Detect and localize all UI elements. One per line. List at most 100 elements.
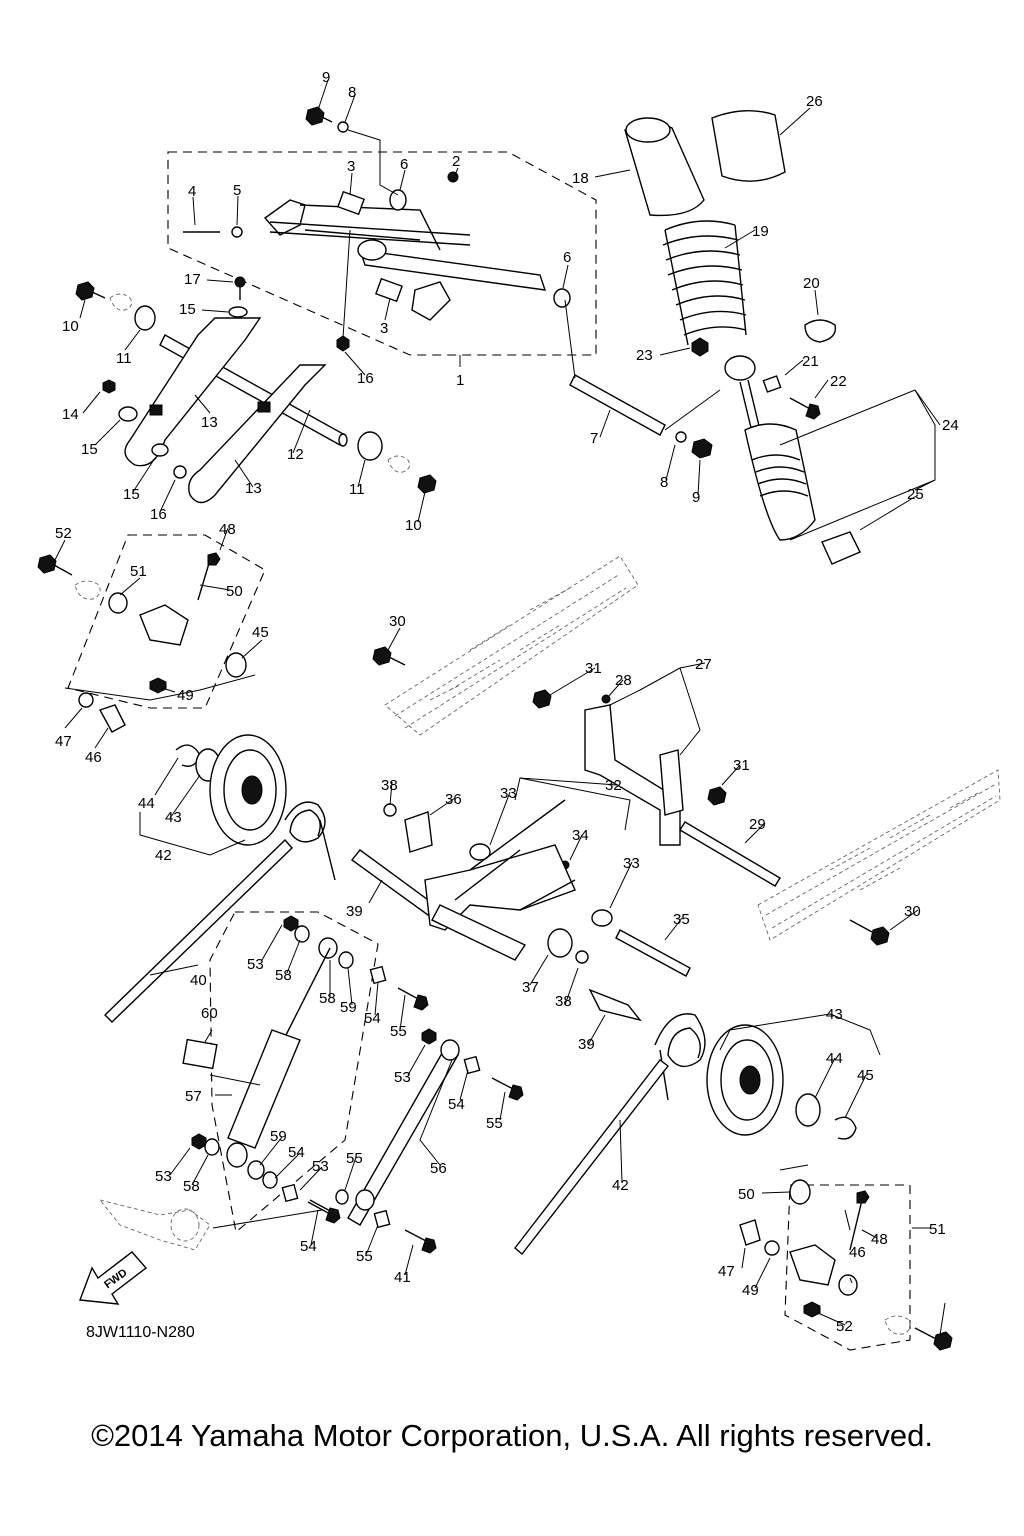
callout-number: 33: [623, 855, 640, 872]
callout-number: 39: [578, 1036, 595, 1053]
part-16-nut-low: [173, 465, 187, 479]
center-suspension: [104, 646, 890, 1023]
callout-number: 7: [590, 430, 598, 447]
part-22-bolt-head: [805, 403, 821, 420]
part-39-shaft-left: [350, 849, 436, 916]
callout-number: 50: [738, 1186, 755, 1203]
callout-number: 13: [201, 414, 218, 431]
part-32-tube: [431, 904, 527, 961]
callout-number: 11: [116, 350, 132, 367]
callout-number: 6: [400, 156, 408, 173]
part-50-bracket-left: [139, 604, 189, 646]
part-25-bushing: [821, 531, 861, 565]
callout-number: 59: [340, 999, 357, 1016]
part-57-shock-eye: [226, 1142, 248, 1168]
part-55-bolt-b: [309, 1199, 333, 1213]
frame-rails: [384, 555, 1001, 941]
callout-number: 28: [615, 672, 632, 689]
callout-number: 8: [348, 84, 356, 101]
part-33-bushing-upper: [469, 843, 491, 861]
callout-number: 9: [692, 489, 700, 506]
part-58-bushing-b: [318, 937, 338, 959]
callout-number: 58: [183, 1178, 200, 1195]
part-13-label-patch-right: [257, 401, 271, 413]
part-3-lower-block: [375, 277, 403, 303]
part-30-bolt-lower: [870, 926, 890, 946]
part-49-nut-right: [803, 1301, 821, 1318]
callout-number: 45: [857, 1067, 874, 1084]
part-11-bushing-left: [134, 305, 156, 331]
part-52-bolt-right: [933, 1331, 953, 1351]
part-3-upper-block: [337, 190, 365, 216]
part-30-bolt-upper: [372, 646, 392, 666]
callout-number: 55: [356, 1248, 373, 1265]
part-55-bolt-d: [404, 1229, 429, 1243]
callout-number: 24: [942, 417, 959, 434]
part-10-bolt-left: [75, 281, 95, 301]
callout-number: 35: [673, 911, 690, 928]
forward-direction-arrow: FWD: [79, 1251, 148, 1305]
part-6-bushing-right: [553, 288, 571, 308]
callout-number: 32: [605, 777, 622, 794]
upper-arm-bracket-left: [263, 199, 306, 236]
part-54-spacer-a: [369, 965, 387, 985]
part-40-arm: [104, 838, 293, 1023]
part-8-washer-mid: [675, 431, 687, 443]
callout-number: 44: [138, 795, 155, 812]
diagram-code: 8JW1110-N280: [86, 1324, 195, 1341]
callout-number: 42: [155, 847, 172, 864]
callout-number: 26: [806, 93, 823, 110]
callout-number: 31: [733, 757, 750, 774]
callout-number: 11: [349, 481, 365, 498]
part-48-bolt-head-right: [856, 1190, 870, 1204]
callout-number: 49: [742, 1282, 759, 1299]
callout-number: 13: [245, 480, 262, 497]
group-48-right-outline: [784, 1184, 911, 1351]
left-bolt-cover: [109, 293, 133, 311]
callout-number: 1: [456, 372, 464, 389]
callout-number: 30: [904, 903, 921, 920]
callout-number: 25: [907, 486, 924, 503]
part-49-nut-left: [149, 677, 167, 694]
part-46-collar-right: [739, 1219, 761, 1246]
callout-number: 47: [718, 1263, 735, 1280]
callout-number: 31: [585, 660, 602, 677]
callout-number: 55: [486, 1115, 503, 1132]
callout-number: 51: [929, 1221, 946, 1238]
part-31-bolt-left: [532, 689, 552, 709]
part-21-collar: [762, 375, 782, 393]
part-12-shaft-end: [338, 433, 348, 447]
part-52-bolt-left: [37, 554, 57, 574]
part-9-bolt-mid: [691, 438, 713, 459]
part-8-washer-top: [337, 121, 349, 133]
callout-number: 56: [430, 1160, 447, 1177]
callout-number: 45: [252, 624, 269, 641]
part-52-shank-left: [53, 564, 73, 576]
callout-number: 40: [190, 972, 207, 989]
part-44-circlip-right: [834, 1116, 857, 1140]
part-26-sleeve: [711, 109, 786, 182]
callout-number: 8: [660, 474, 668, 491]
callout-number: 60: [201, 1005, 218, 1022]
rear-shock-assembly: [624, 109, 861, 565]
part-60-label: [182, 1038, 218, 1070]
callout-number: 52: [55, 525, 72, 542]
callout-number: 4: [188, 183, 196, 200]
callout-number: 43: [826, 1006, 843, 1023]
callout-number: 3: [380, 320, 388, 337]
part-47-washer-left: [78, 692, 94, 708]
right-frame-holes: [829, 791, 981, 891]
top-bolt-dashline: [347, 129, 399, 196]
callout-number: 58: [319, 990, 336, 1007]
callout-number: 54: [288, 1144, 305, 1161]
part-2-grease-nipple: [447, 171, 459, 183]
part-58-bushing-c: [204, 1138, 220, 1156]
part-54-spacer-d: [373, 1209, 391, 1229]
part-16-dashline: [342, 229, 351, 339]
part-50-bracket-right: [789, 1244, 836, 1286]
callout-number: 30: [389, 613, 406, 630]
part-15-washer-mid: [118, 406, 138, 422]
part-43-bearing-right: [795, 1093, 821, 1127]
part-55-bolt-d-head: [421, 1237, 437, 1254]
callout-number: 14: [62, 406, 79, 423]
